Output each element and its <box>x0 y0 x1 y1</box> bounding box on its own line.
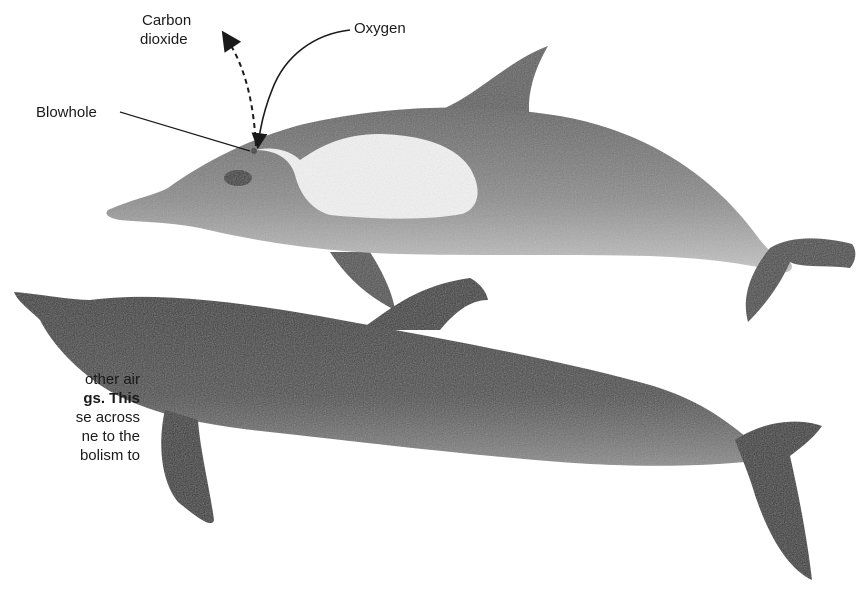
blowhole-pointer-line <box>120 112 250 151</box>
lower-dolphin-tail <box>735 422 822 580</box>
oxygen-label: Oxygen <box>354 20 406 37</box>
upper-dolphin <box>107 46 856 322</box>
caption-line-5: bolism to <box>0 446 140 465</box>
blowhole-label: Blowhole <box>36 104 97 121</box>
carbon-dioxide-label-line1: Carbon <box>142 12 191 29</box>
caption-line-4: ne to the <box>0 427 140 446</box>
upper-dolphin-pectoral-fin <box>330 252 395 310</box>
caption-line-2: gs. This <box>0 389 140 408</box>
caption-line-1: other air <box>0 370 140 389</box>
upper-dolphin-eye <box>224 170 252 186</box>
blowhole-opening <box>251 148 257 154</box>
caption-line-3: se across <box>0 408 140 427</box>
lower-dolphin-pectoral-fin <box>161 410 214 523</box>
carbon-dioxide-label-line2: dioxide <box>140 31 188 48</box>
cut-off-caption: other air gs. This se across ne to the b… <box>0 370 140 465</box>
carbon-dioxide-arrow <box>224 34 256 146</box>
